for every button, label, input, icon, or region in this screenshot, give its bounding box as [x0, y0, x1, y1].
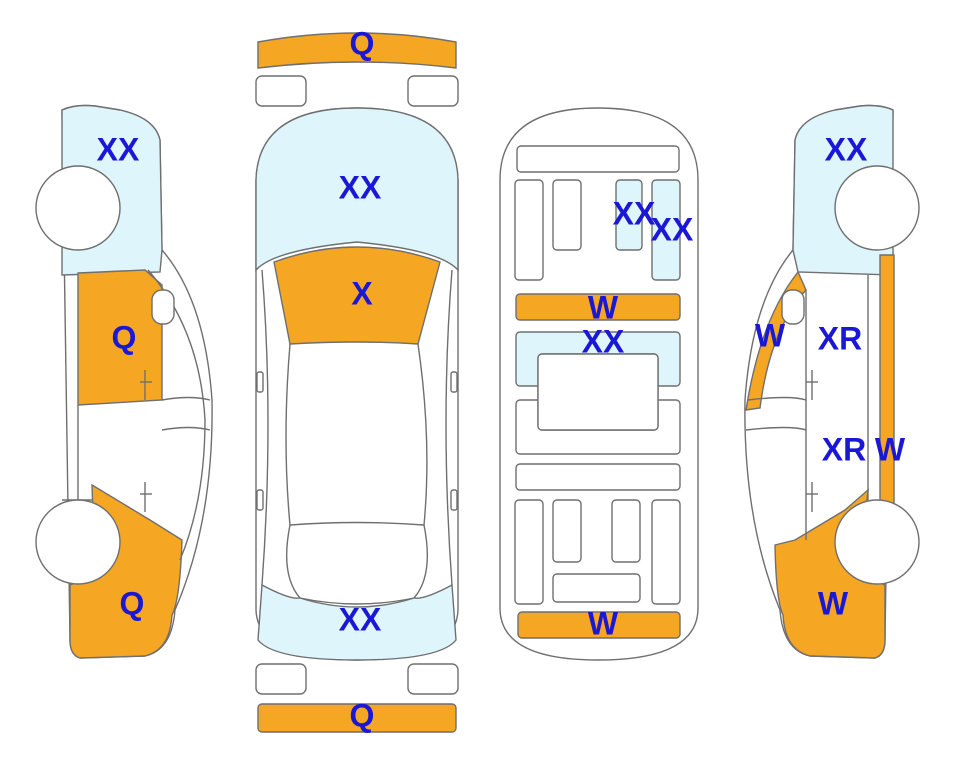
right-rear-wheel [834, 499, 920, 585]
mark-top-windshield: X [351, 275, 373, 311]
damage-marks: Q XX X XX Q XX Q Q XX XX W XX W XX W XR … [97, 25, 906, 733]
floor-seat-b-panel[interactable] [651, 179, 681, 281]
mark-floor-seat-a: XX [613, 195, 656, 231]
mark-right-front-fender: XX [825, 131, 868, 167]
floor-seat-a-panel[interactable] [615, 179, 643, 251]
floor-crossmember-rear-panel[interactable] [517, 611, 681, 639]
top-windshield-panel[interactable] [273, 246, 441, 345]
front-right-light [407, 75, 459, 107]
mark-right-rocker: W [875, 431, 906, 467]
rear-left-light [255, 663, 307, 695]
mark-top-front-bumper: Q [350, 25, 375, 61]
floor-view [499, 107, 699, 661]
right-rocker-panel[interactable] [879, 254, 895, 511]
top-hood-panel[interactable] [255, 107, 459, 272]
right-side-view [744, 104, 920, 659]
rear-right-light [407, 663, 459, 695]
mark-left-rear-quarter: Q [120, 585, 145, 621]
mark-right-rear-quarter: W [818, 585, 849, 621]
mark-right-front-door: XR [818, 320, 862, 356]
mark-floor-crossmember-rear: W [588, 605, 619, 641]
right-front-wheel [834, 165, 920, 251]
front-left-light [255, 75, 307, 107]
mark-left-front-door: Q [112, 319, 137, 355]
floor-crossmember-front-panel[interactable] [515, 293, 681, 321]
mark-floor-crossmember-front: W [588, 289, 619, 325]
mark-top-trunk: XX [339, 601, 382, 637]
mark-right-a-pillar: W [755, 317, 786, 353]
left-mirror [151, 289, 175, 325]
top-trunk-panel[interactable] [257, 583, 457, 661]
mark-top-rear-bumper: Q [350, 697, 375, 733]
mark-floor-seat-b: XX [651, 211, 694, 247]
left-front-wheel [35, 165, 121, 251]
mark-top-hood: XX [339, 169, 382, 205]
left-side-view [35, 104, 213, 659]
mark-left-front-fender: XX [97, 131, 140, 167]
top-front-bumper-panel[interactable] [257, 32, 457, 69]
left-rear-wheel [35, 499, 121, 585]
left-front-door-panel[interactable] [77, 269, 163, 406]
top-rear-bumper-panel[interactable] [257, 703, 457, 733]
mark-right-rear-door: XR [822, 431, 866, 467]
right-mirror [781, 289, 805, 325]
mark-floor-center-panel: XX [582, 323, 625, 359]
top-view [255, 32, 459, 733]
